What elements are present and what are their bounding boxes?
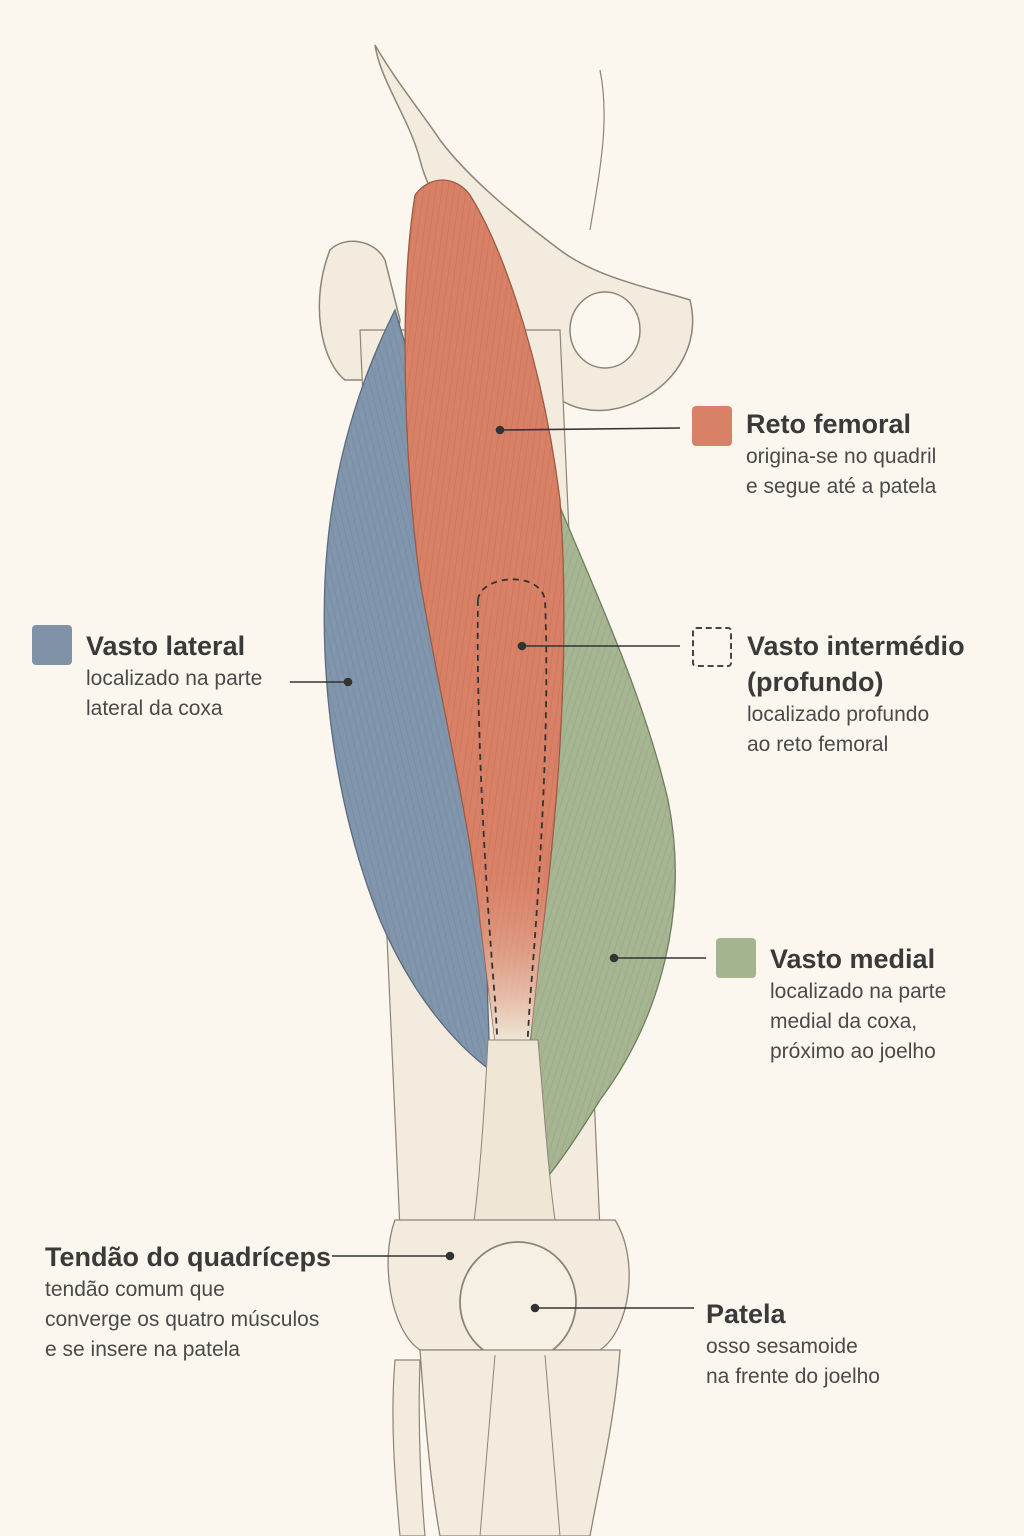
vasto-lateral-desc: localizado na parte lateral da coxa: [86, 667, 263, 720]
leader-dot-tendao: [445, 1251, 455, 1261]
vasto-medial-swatch: [716, 938, 756, 978]
vasto-intermedio-desc: localizado profundo ao reto femoral: [747, 703, 930, 756]
leader-dot-vasto-intermedio: [517, 641, 527, 651]
patela-desc: osso sesamoide na frente do joelho: [706, 1335, 880, 1388]
label-patela: Patela osso sesamoide na frente do joelh…: [706, 1296, 880, 1392]
label-tendao: Tendão do quadríceps tendão comum que co…: [45, 1239, 331, 1365]
vastus-intermedius-outline: [476, 578, 548, 1231]
vasto-lateral-title: Vasto lateral: [86, 631, 246, 661]
tendao-title: Tendão do quadríceps: [45, 1242, 332, 1272]
pelvis-upper-ridge: [589, 69, 605, 231]
patellar-ligament: [479, 1354, 561, 1536]
vasto-intermedio-title: Vasto intermédio (profundo): [747, 631, 965, 697]
reto-femoral-desc: origina-se no quadril e segue até a pate…: [746, 445, 937, 498]
patella-bone: [459, 1241, 577, 1363]
leader-dot-vasto-lateral: [343, 677, 353, 687]
leader-reto-femoral: [499, 427, 681, 431]
vastus-lateralis-muscle: [323, 308, 491, 1072]
tibia-bone: [419, 1349, 621, 1536]
reto-femoral-title: Reto femoral: [746, 409, 912, 439]
vasto-lateral-swatch: [32, 625, 72, 665]
tendao-desc: tendão comum que converge os quatro músc…: [45, 1278, 320, 1361]
vasto-intermedio-swatch: [692, 627, 732, 667]
fibula-bone: [392, 1359, 426, 1536]
leader-dot-patela: [530, 1303, 540, 1313]
obturator-foramen: [569, 291, 641, 369]
leader-dot-reto-femoral: [495, 425, 505, 435]
leader-lines: [290, 425, 706, 1313]
vasto-medial-title: Vasto medial: [770, 944, 936, 974]
patela-title: Patela: [706, 1299, 786, 1329]
vastus-medialis-muscle: [529, 469, 676, 1187]
leader-dot-vasto-medial: [609, 953, 619, 963]
rectus-femoris-fade: [405, 180, 564, 1040]
reto-femoral-swatch: [692, 406, 732, 446]
vasto-medial-desc: localizado na parte medial da coxa, próx…: [770, 980, 947, 1063]
